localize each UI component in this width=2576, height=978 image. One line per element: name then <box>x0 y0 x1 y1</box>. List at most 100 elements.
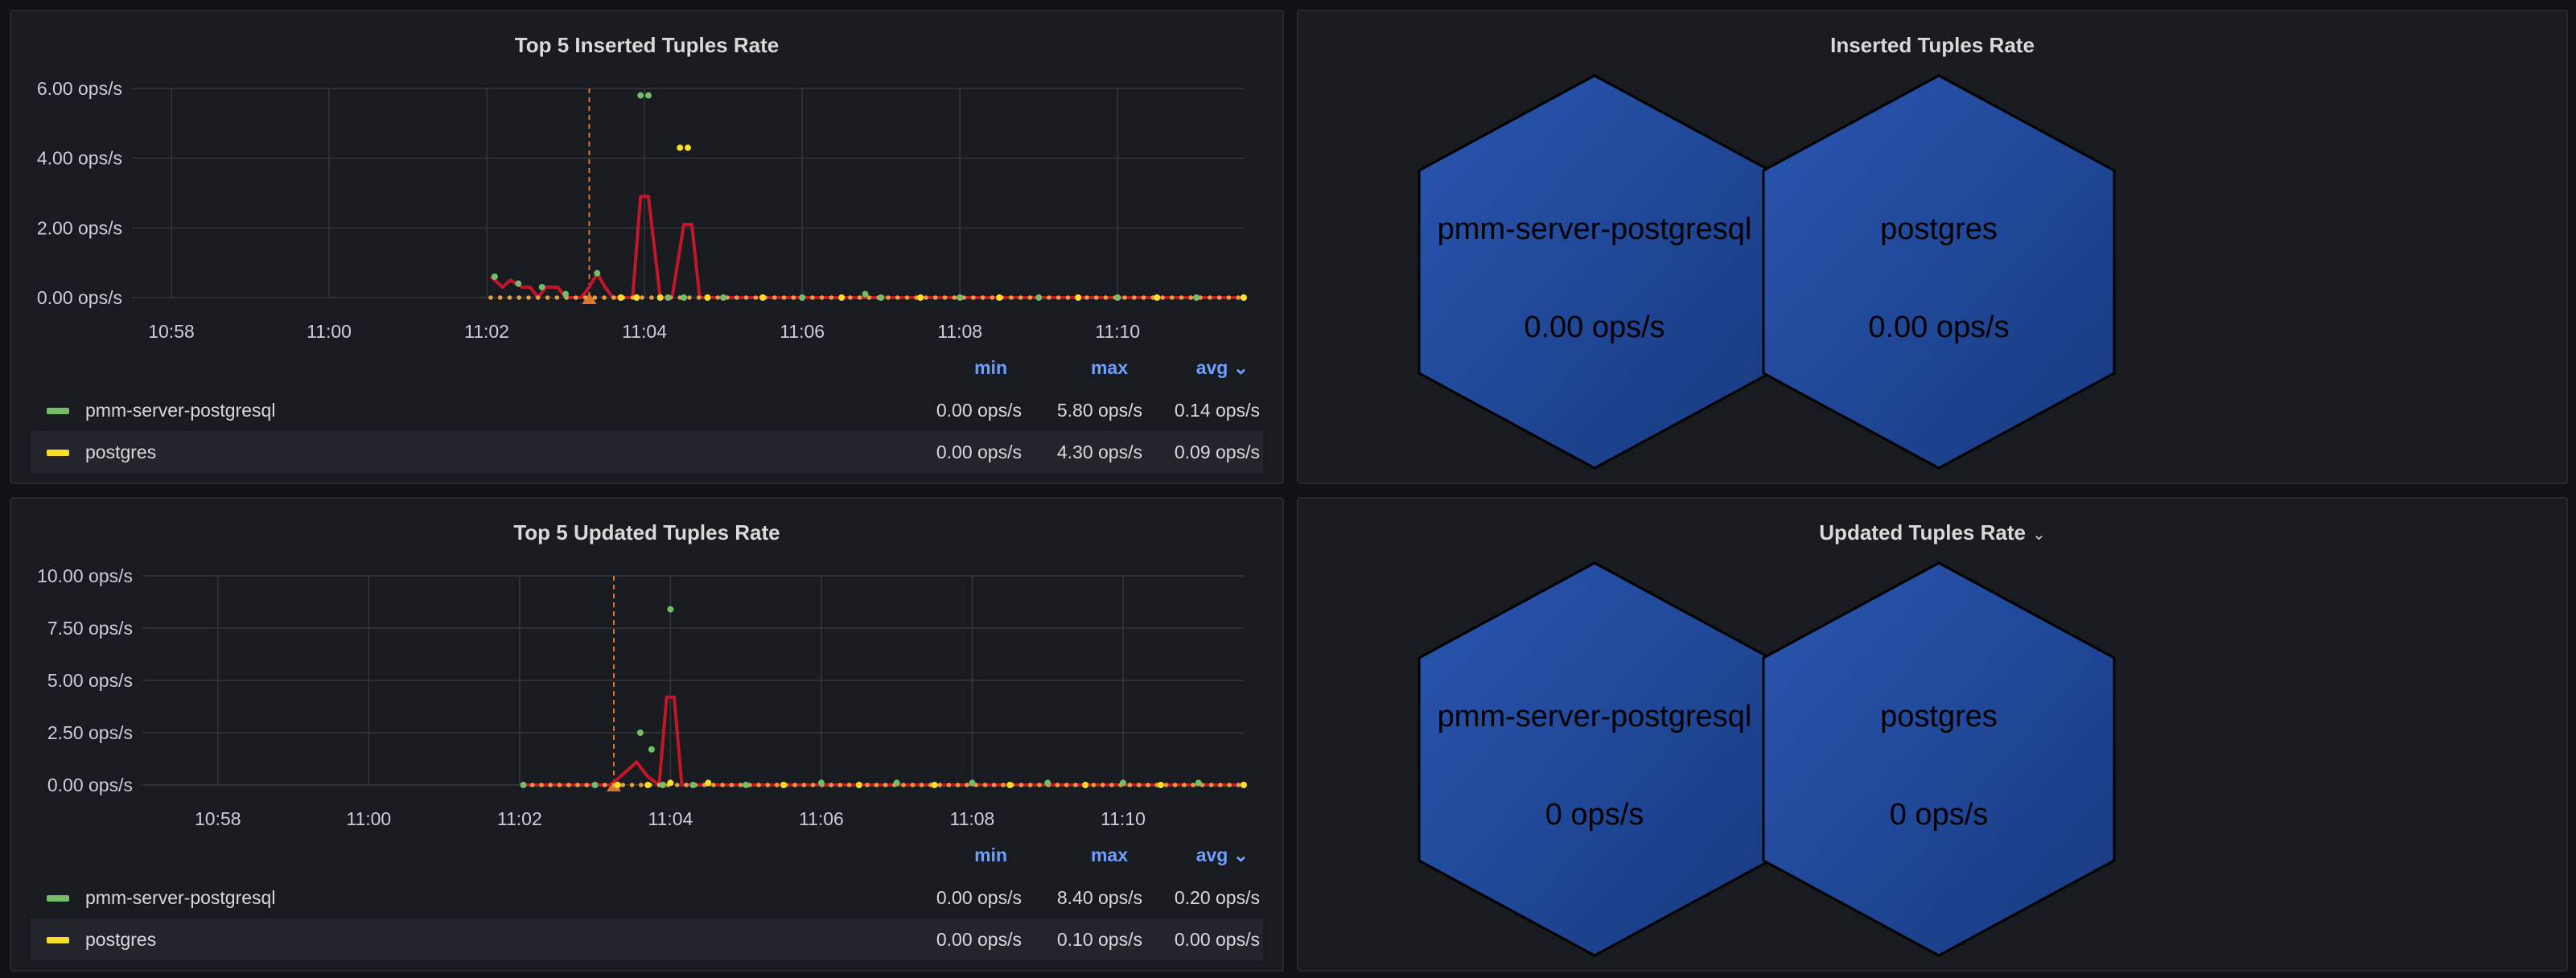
hex-cell-name: postgres <box>1880 212 1998 246</box>
data-point <box>515 280 522 287</box>
baseline-point <box>792 783 797 787</box>
legend-row[interactable]: pmm-server-postgresql 0.00 ops/s 5.80 op… <box>31 389 1263 431</box>
baseline-point <box>990 295 995 300</box>
data-point <box>1075 294 1082 301</box>
baseline-point <box>738 783 743 787</box>
baseline-point <box>1065 295 1071 300</box>
baseline-point <box>584 783 590 787</box>
legend-row[interactable]: pmm-server-postgresql 0.00 ops/s 8.40 op… <box>31 877 1263 918</box>
baseline-point <box>675 783 680 787</box>
baseline-point <box>1236 783 1241 787</box>
total-line <box>523 695 1244 787</box>
legend-header: min max avg ⌄ <box>31 844 1263 877</box>
baseline-point <box>535 295 541 300</box>
baseline-point <box>497 295 503 300</box>
baseline-point <box>874 783 879 787</box>
baseline-point <box>952 295 957 300</box>
baseline-point <box>1188 295 1194 300</box>
updated-chart-plot[interactable]: 0.00 ops/s2.50 ops/s5.00 ops/s7.50 ops/s… <box>11 499 1286 853</box>
x-tick-label: 11:04 <box>622 321 667 342</box>
y-tick-label: 4.00 ops/s <box>37 148 122 169</box>
hex-cell[interactable] <box>1762 74 2116 470</box>
baseline-point <box>837 783 843 787</box>
legend-series-name[interactable]: pmm-server-postgresql <box>85 400 276 421</box>
legend-row[interactable]: postgres 0.00 ops/s 4.30 ops/s 0.09 ops/… <box>31 431 1263 473</box>
legend-header-max[interactable]: max <box>1090 844 1128 865</box>
baseline-point <box>937 783 942 787</box>
legend-series-name[interactable]: postgres <box>85 929 157 950</box>
data-point <box>1035 294 1043 301</box>
legend-header-avg[interactable]: avg ⌄ <box>1195 844 1249 865</box>
x-tick-label: 11:06 <box>780 321 825 342</box>
panel-title[interactable]: Updated Tuples Rate ⌄ <box>1298 520 2566 548</box>
data-point <box>677 144 684 151</box>
baseline-point <box>720 783 725 787</box>
legend: min max avg ⌄ pmm-server-postgresql 0.00… <box>31 844 1263 960</box>
series-color-swatch[interactable] <box>47 450 69 456</box>
data-point <box>614 782 621 788</box>
legend: min max avg ⌄ pmm-server-postgresql 0.00… <box>31 357 1263 473</box>
data-point <box>644 782 652 788</box>
legend-header-avg[interactable]: avg ⌄ <box>1195 357 1249 378</box>
panel-title[interactable]: Top 5 Updated Tuples Rate <box>513 520 780 544</box>
baseline-point <box>781 295 787 300</box>
honeycomb <box>1418 561 2116 957</box>
y-tick-label: 0.00 ops/s <box>37 287 122 308</box>
series-color-swatch[interactable] <box>47 895 69 902</box>
data-point <box>1195 779 1202 787</box>
baseline-point <box>743 295 749 300</box>
data-point <box>799 294 806 301</box>
baseline-point <box>516 295 522 300</box>
x-tick-label: 11:00 <box>307 321 352 342</box>
baseline-point <box>919 783 924 787</box>
hex-cell[interactable] <box>1418 561 1772 957</box>
baseline-point <box>886 295 891 300</box>
baseline-point <box>774 783 780 787</box>
data-point <box>1114 294 1121 301</box>
legend-series-name[interactable]: postgres <box>85 442 157 462</box>
baseline-point <box>1009 295 1014 300</box>
baseline-point <box>566 783 571 787</box>
data-point <box>1157 782 1164 788</box>
panel-title[interactable]: Inserted Tuples Rate <box>1830 33 2035 57</box>
baseline-point <box>715 295 721 300</box>
data-point <box>594 269 601 277</box>
baseline-point <box>1037 783 1042 787</box>
baseline-point <box>1182 783 1187 787</box>
hex-cell[interactable] <box>1762 561 2116 957</box>
baseline-point <box>1146 783 1150 787</box>
data-point <box>1241 294 1247 301</box>
baseline-point <box>942 295 948 300</box>
panel-title[interactable]: Top 5 Inserted Tuples Rate <box>514 33 780 57</box>
panel-title-text[interactable]: Updated Tuples Rate <box>1819 520 2026 544</box>
chevron-down-icon[interactable]: ⌄ <box>2031 526 2046 544</box>
data-point <box>931 782 938 788</box>
series-color-swatch[interactable] <box>47 937 69 943</box>
data-point <box>659 782 666 788</box>
hex-cell[interactable] <box>1418 74 1772 470</box>
baseline-point <box>910 783 916 787</box>
baseline-point <box>1093 295 1099 300</box>
x-tick-label: 11:10 <box>1101 808 1146 829</box>
total-line <box>489 195 1244 299</box>
legend-row[interactable]: postgres 0.00 ops/s 0.10 ops/s 0.00 ops/… <box>31 918 1263 960</box>
baseline-point <box>529 783 535 787</box>
legend-header-max[interactable]: max <box>1090 357 1128 378</box>
baseline-point <box>1091 783 1097 787</box>
baseline-point <box>946 783 952 787</box>
data-point <box>855 782 862 788</box>
series-color-swatch[interactable] <box>47 408 69 414</box>
x-tick-label: 11:08 <box>950 808 995 829</box>
legend-min-value: 0.00 ops/s <box>936 887 1022 908</box>
legend-header-min[interactable]: min <box>974 844 1007 865</box>
hex-cell-value: 0 ops/s <box>1889 798 1989 832</box>
x-tick-label: 11:00 <box>346 808 391 829</box>
baseline-point <box>991 783 997 787</box>
legend-series-name[interactable]: pmm-server-postgresql <box>85 887 276 908</box>
data-point <box>878 294 885 301</box>
legend-header-min[interactable]: min <box>974 357 1007 378</box>
inserted-chart-plot[interactable]: 0.00 ops/s2.00 ops/s4.00 ops/s6.00 ops/s… <box>11 11 1286 365</box>
data-point <box>685 144 691 151</box>
panel-inserted-hex: Inserted Tuples Rate pmm-server-postgres… <box>1297 10 2568 484</box>
baseline-point <box>895 295 900 300</box>
